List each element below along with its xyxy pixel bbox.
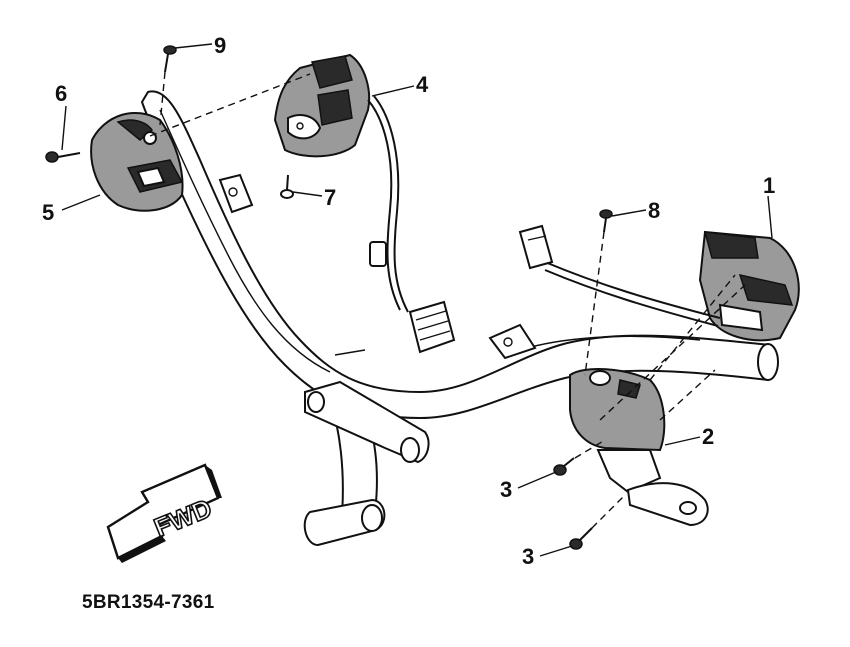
callout-7: 7 bbox=[324, 185, 336, 210]
callout-5: 5 bbox=[42, 200, 54, 225]
leader-lines bbox=[61, 43, 773, 557]
alignment-lines bbox=[149, 71, 746, 529]
screw-6-icon bbox=[45, 151, 81, 163]
callout-3-upper: 3 bbox=[500, 477, 512, 502]
callout-2: 2 bbox=[702, 424, 714, 449]
callout-6: 6 bbox=[55, 81, 67, 106]
lever-bracket bbox=[569, 367, 709, 527]
screw-9-icon bbox=[163, 45, 177, 73]
handlebar bbox=[140, 90, 779, 547]
screw-3-upper-icon bbox=[553, 457, 575, 476]
screw-7-icon bbox=[280, 174, 294, 199]
screw-8-icon bbox=[599, 209, 613, 233]
callout-9: 9 bbox=[214, 33, 226, 58]
callout-8: 8 bbox=[648, 198, 660, 223]
forward-arrow-icon: FWD bbox=[106, 463, 222, 563]
callout-1: 1 bbox=[763, 173, 775, 198]
right-switch-housing bbox=[518, 224, 800, 342]
callout-4: 4 bbox=[416, 72, 429, 97]
screw-3-lower-icon bbox=[569, 527, 593, 550]
callout-3-lower: 3 bbox=[522, 544, 534, 569]
screws bbox=[45, 45, 613, 550]
part-code-label: 5BR1354-7361 bbox=[82, 592, 215, 613]
start-switch-assembly bbox=[273, 53, 456, 354]
